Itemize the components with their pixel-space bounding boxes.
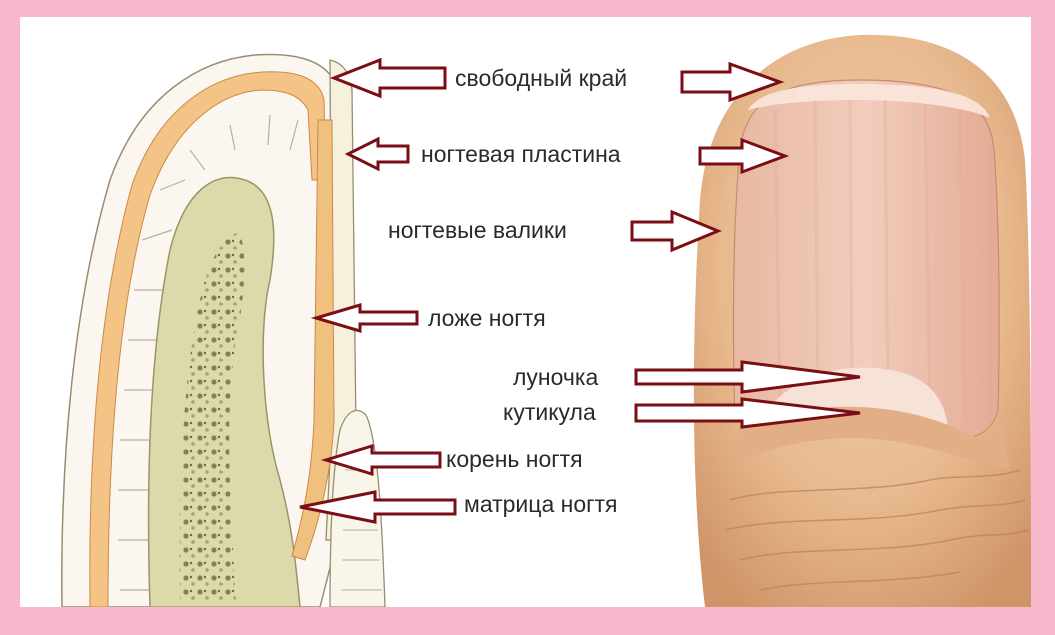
arrow-cuticle: [634, 397, 861, 429]
arrow-nail-matrix: [299, 490, 457, 524]
arrow-nail-root: [320, 443, 442, 477]
cross-section-illustration: [61, 53, 386, 607]
free-edge-highlight: [748, 84, 990, 118]
arrow-lunula: [634, 360, 861, 394]
label-nail-root: корень ногтя: [446, 446, 583, 472]
diagram-frame: свободный край ногтевая пластина ногтевы…: [20, 17, 1031, 607]
label-nail-plate: ногтевая пластина: [421, 141, 621, 167]
label-lunula: луночка: [513, 364, 598, 390]
label-cuticle: кутикула: [503, 399, 596, 425]
labels: свободный край ногтевая пластина ногтевы…: [388, 65, 627, 517]
cuticle-fold: [735, 406, 1010, 470]
nail-bed-section: [291, 119, 335, 561]
arrow-free-edge-right: [680, 61, 785, 103]
dermis-striations: [118, 114, 299, 591]
nail-anatomy-diagram: свободный край ногтевая пластина ногтевы…: [61, 34, 1031, 607]
arrow-free-edge-left: [329, 57, 447, 99]
arrows: [299, 57, 861, 524]
arrow-nail-plate-left: [344, 136, 410, 172]
knuckle-wrinkles: [724, 469, 1029, 591]
label-nail-bed: ложе ногтя: [428, 305, 546, 331]
arrow-nail-folds: [630, 209, 722, 253]
bone-marrow: [179, 232, 245, 600]
nail-stripes: [773, 99, 967, 421]
label-nail-folds: ногтевые валики: [388, 217, 567, 243]
label-free-edge: свободный край: [455, 65, 627, 91]
finger-illustration: [693, 34, 1031, 607]
arrow-nail-bed: [310, 302, 419, 334]
arrow-nail-plate-right: [698, 137, 790, 175]
label-nail-matrix: матрица ногтя: [464, 491, 618, 517]
